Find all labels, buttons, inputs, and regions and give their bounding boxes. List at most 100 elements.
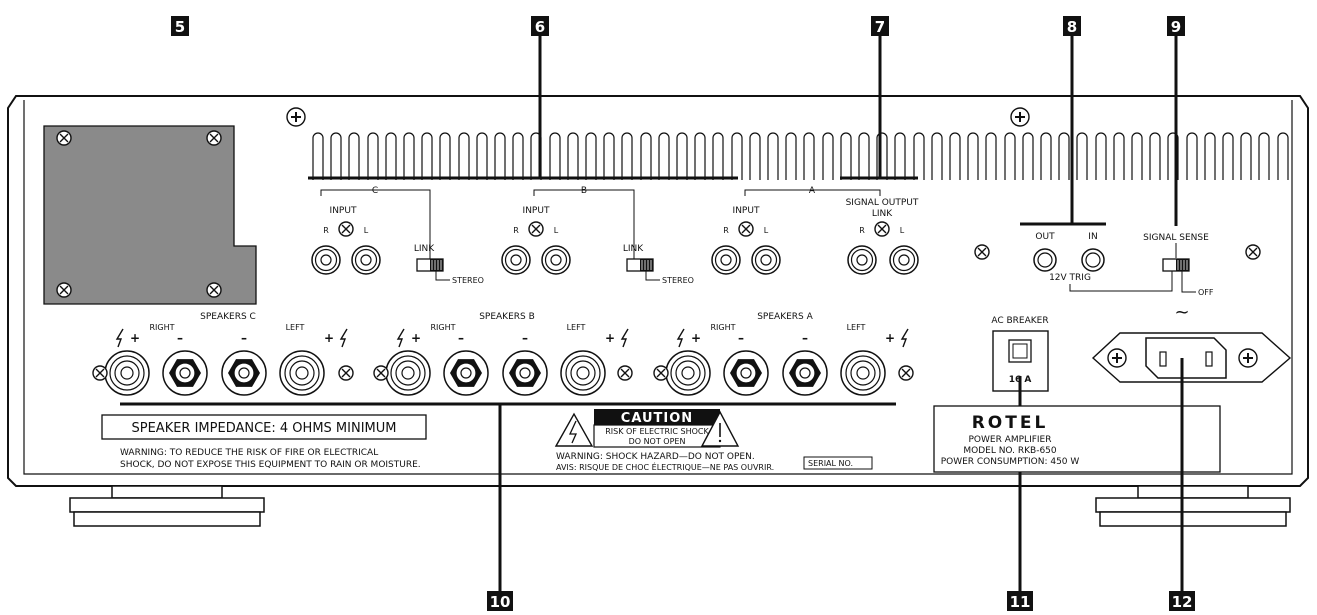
minus-label: – [522, 331, 528, 345]
jack-screw-icon [874, 221, 890, 237]
r-label: R [323, 226, 329, 235]
stereo-label: STEREO [452, 276, 484, 285]
rca-jack-b-right[interactable] [501, 245, 531, 275]
vent-slot [1040, 132, 1052, 180]
rca-jack-a-right[interactable] [711, 245, 741, 275]
terminal-screw-icon [617, 365, 633, 381]
right-label: RIGHT [149, 323, 174, 332]
vent-slot [458, 132, 470, 180]
input-b-group: B INPUT R L LINK STEREO [501, 186, 694, 285]
r-label: R [859, 226, 865, 235]
input-label: INPUT [733, 206, 760, 216]
vent-slot [621, 132, 633, 180]
speaker-c-left-positive-terminal[interactable] [279, 350, 325, 396]
callout-badge-10: 10 [487, 591, 513, 611]
caution-line-2: DO NOT OPEN [629, 437, 686, 446]
nameplate-line-1: POWER AMPLIFIER [969, 435, 1052, 445]
link-switch-b[interactable] [626, 258, 654, 272]
signal-sense-switch[interactable] [1162, 258, 1190, 272]
trigger-out-jack[interactable] [1033, 248, 1057, 272]
vent-slot [913, 132, 925, 180]
jack-screw-icon [528, 221, 544, 237]
signal-output-link-label: LINK [872, 209, 893, 219]
speaker-a-left-positive-terminal[interactable] [840, 350, 886, 396]
vent-slot [312, 132, 324, 180]
svg-text:10: 10 [490, 593, 511, 611]
trigger-in-jack[interactable] [1081, 248, 1105, 272]
vent-slot [421, 132, 433, 180]
ventilation-slots [312, 132, 1289, 180]
speaker-b-right-negative-terminal[interactable] [443, 350, 489, 396]
lightning-triangle-icon [554, 412, 594, 447]
vent-slot [385, 132, 397, 180]
terminal-screw-icon [92, 365, 108, 381]
vent-slot [1222, 132, 1234, 180]
minus-label: – [177, 331, 183, 345]
vent-slot [749, 132, 761, 180]
l-label: L [900, 226, 905, 235]
speaker-c-right-positive-terminal[interactable] [104, 350, 150, 396]
rca-jack-c-left[interactable] [351, 245, 381, 275]
avis-text: AVIS: RISQUE DE CHOC ÉLECTRIQUE—NE PAS O… [556, 461, 774, 472]
cover-screw-icon [206, 130, 222, 146]
rca-jack-output-left[interactable] [889, 245, 919, 275]
speaker-c-right-negative-terminal[interactable] [162, 350, 208, 396]
speaker-a-left-negative-terminal[interactable] [782, 350, 828, 396]
speaker-b-right-positive-terminal[interactable] [385, 350, 431, 396]
brand-logo: ROTEL [972, 413, 1049, 433]
r-label: R [513, 226, 519, 235]
vent-slot [949, 132, 961, 180]
vent-slot [822, 132, 834, 180]
speakers-b-label: SPEAKERS B [479, 312, 535, 322]
cover-screw-icon [56, 130, 72, 146]
vent-slot [367, 132, 379, 180]
warning-fire-line-2: SHOCK, DO NOT EXPOSE THIS EQUIPMENT TO R… [120, 460, 421, 470]
speaker-a-right-positive-terminal[interactable] [665, 350, 711, 396]
shock-warning-text: WARNING: SHOCK HAZARD—DO NOT OPEN. [556, 452, 755, 462]
vent-slot [694, 132, 706, 180]
signal-output-label: SIGNAL OUTPUT [846, 198, 919, 208]
link-switch-c[interactable] [416, 258, 444, 272]
left-label: LEFT [286, 323, 305, 332]
speaker-impedance-text: SPEAKER IMPEDANCE: 4 OHMS MINIMUM [132, 421, 397, 436]
speaker-c-left-negative-terminal[interactable] [221, 350, 267, 396]
top-screw-left-icon [286, 107, 306, 127]
vent-slot [549, 132, 561, 180]
vent-slot [403, 132, 415, 180]
rca-jack-b-left[interactable] [541, 245, 571, 275]
plus-label: + [605, 331, 615, 345]
vent-slot [348, 132, 360, 180]
rca-jack-a-left[interactable] [751, 245, 781, 275]
ac-power-inlet[interactable] [1091, 332, 1292, 383]
vent-slot [785, 132, 797, 180]
jack-screw-icon [738, 221, 754, 237]
cover-screw-icon [56, 282, 72, 298]
rca-jack-c-right[interactable] [311, 245, 341, 275]
svg-text:9: 9 [1171, 18, 1181, 36]
vent-slot [567, 132, 579, 180]
rca-jack-output-right[interactable] [847, 245, 877, 275]
terminal-screw-icon [653, 365, 669, 381]
svg-text:6: 6 [535, 18, 545, 36]
svg-text:7: 7 [875, 18, 885, 36]
ac-symbol: ~ [1174, 302, 1189, 323]
ac-breaker-label: AC BREAKER [991, 316, 1048, 326]
terminal-screw-icon [338, 365, 354, 381]
vent-slot [1149, 132, 1161, 180]
ac-breaker-button[interactable] [1008, 339, 1032, 363]
nameplate-line-2: MODEL NO. RKB-650 [963, 446, 1057, 456]
svg-text:12: 12 [1172, 593, 1193, 611]
speaker-a-right-negative-terminal[interactable] [723, 350, 769, 396]
speaker-b-left-negative-terminal[interactable] [502, 350, 548, 396]
caution-title: CAUTION [621, 411, 693, 426]
vent-slot [1240, 132, 1252, 180]
right-label: RIGHT [710, 323, 735, 332]
vent-slot [512, 132, 524, 180]
vent-slot [1022, 132, 1034, 180]
speaker-b-left-positive-terminal[interactable] [560, 350, 606, 396]
chassis-inner-edge [23, 100, 1293, 475]
trigger-group: OUT IN 12V TRIG [1033, 232, 1173, 292]
vent-slot [894, 132, 906, 180]
